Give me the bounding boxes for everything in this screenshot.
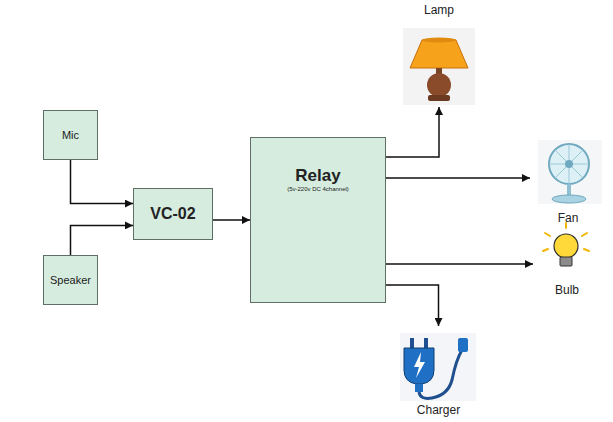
bulb-icon	[543, 223, 589, 266]
node-label: Charger	[417, 404, 460, 418]
signal-arrow	[386, 107, 439, 157]
lamp-device: Lamp	[398, 4, 480, 107]
charger-icon	[400, 333, 476, 401]
fan-device: Fan	[530, 138, 606, 226]
node-label: Speaker	[50, 274, 91, 287]
input-box: Mic	[43, 110, 98, 160]
bulb-device: Bulb	[533, 221, 601, 298]
signal-arrow	[386, 177, 530, 179]
node-label: Relay	[295, 166, 340, 186]
signal-arrow	[213, 219, 250, 221]
node-label: Lamp	[424, 4, 454, 18]
node-label: Mic	[62, 129, 79, 142]
relay-box: Relay(5v-220v DC 4channel)	[250, 137, 386, 303]
voice-module-box: VC-02	[133, 188, 213, 240]
signal-arrow	[386, 263, 533, 265]
signal-arrow	[386, 285, 439, 326]
fan-icon	[538, 140, 602, 204]
node-label: VC-02	[150, 205, 195, 223]
node-subtitle: (5v-220v DC 4channel)	[287, 186, 349, 193]
node-label: Bulb	[555, 284, 579, 298]
node-label: Fan	[558, 212, 579, 226]
lamp-icon	[403, 28, 475, 105]
charger-device: Charger	[395, 326, 482, 418]
output-box: Speaker	[43, 255, 98, 305]
signal-arrow	[71, 160, 134, 204]
signal-arrow	[71, 225, 134, 255]
